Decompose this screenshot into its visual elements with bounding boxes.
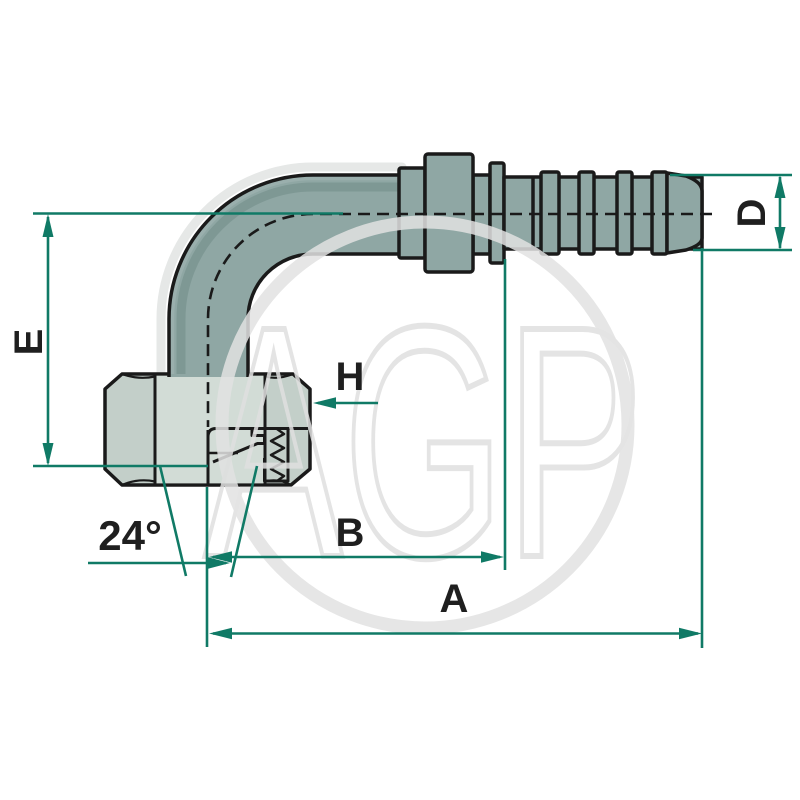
arrow-B-left [209, 551, 232, 563]
angle-label-24deg: 24° [98, 512, 162, 559]
elbow-tube-highlight [170, 176, 399, 374]
arrow-E-up [42, 214, 54, 237]
arrow-D-down [774, 227, 786, 250]
watermark-text: AGP [204, 257, 644, 626]
dim-label-E: E [7, 329, 51, 356]
dimension-lines [33, 173, 792, 648]
dimension-arrowheads [42, 175, 786, 640]
dimension-labels: E H D B A 24° [7, 199, 774, 621]
elbow-tube-fill [169, 175, 399, 377]
dim-label-A: A [440, 577, 469, 621]
watermark-ring [215, 215, 635, 635]
arrow-angle-right [208, 557, 230, 569]
arrow-A-right [679, 627, 702, 640]
dim-label-B: B [336, 511, 365, 555]
centerline-dashed [206, 212, 712, 427]
elbow-outer-glow [156, 162, 407, 379]
dim-label-D: D [730, 199, 774, 228]
hex-nut-chamfer-curves [121, 372, 294, 487]
arrow-B-right [481, 551, 504, 563]
cone-line-left [158, 465, 188, 577]
fitting-body [103, 152, 712, 487]
arrow-H-left [313, 397, 336, 409]
cutaway-nose-profile [212, 428, 266, 464]
dim-label-H: H [336, 355, 365, 399]
thread-boundary [263, 428, 290, 483]
arrow-E-down [42, 443, 54, 466]
watermark: AGP [201, 215, 647, 635]
elbow-tube-shading-band [176, 182, 399, 374]
cone-line-right [229, 465, 259, 578]
elbow-tube-outer-edge [167, 173, 399, 377]
elbow-tube [167, 173, 399, 377]
thread-zigzag [269, 427, 286, 483]
arrow-D-up [774, 175, 786, 198]
collar-hex [423, 152, 475, 274]
arrow-A-left [209, 627, 232, 640]
